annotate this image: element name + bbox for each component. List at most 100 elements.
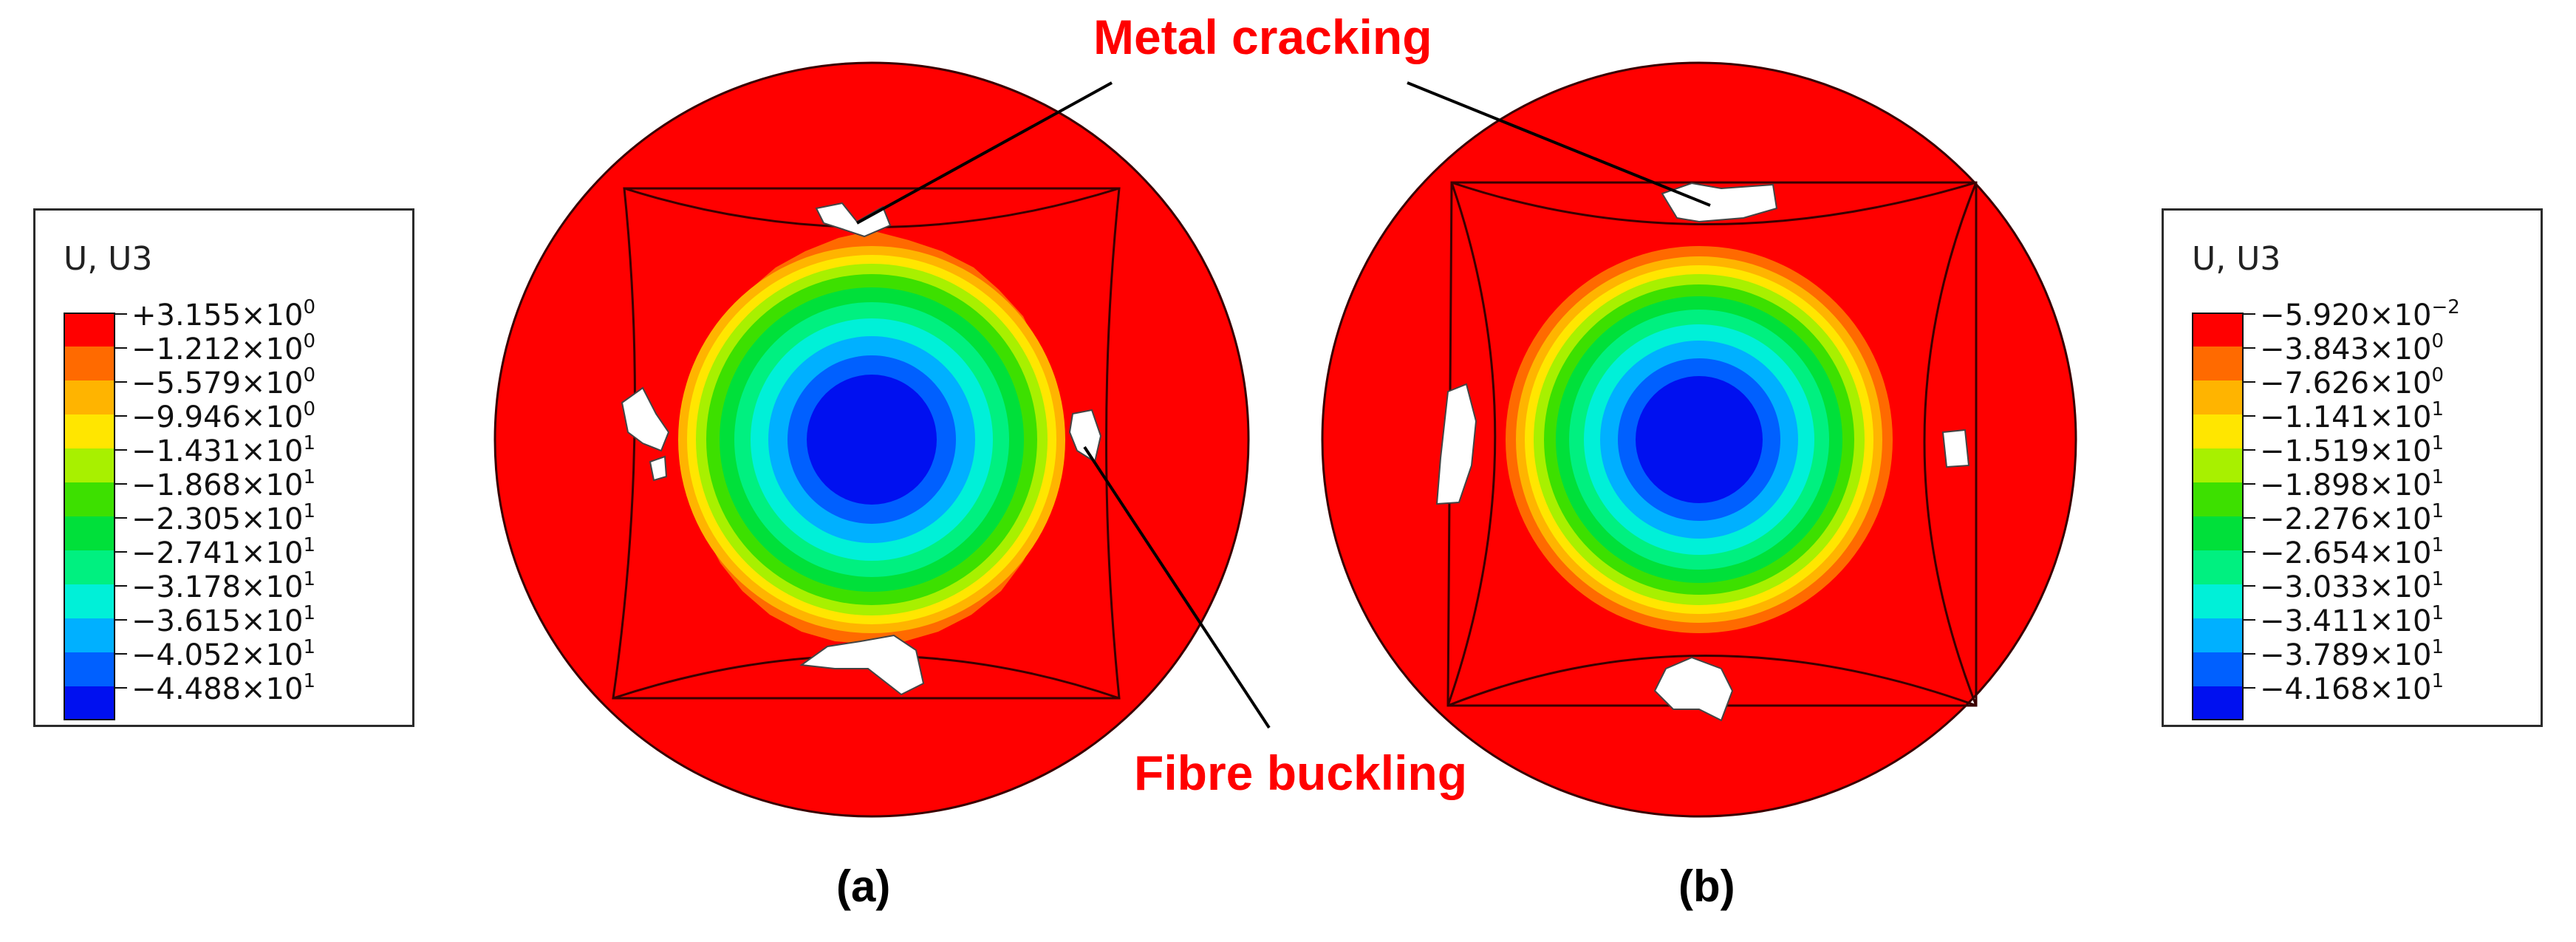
legend-value: −4.052×101 [131,638,315,672]
panel-label-a: (a) [836,861,891,911]
legend-swatch [64,380,115,414]
legend-value-exponent: 1 [303,500,315,522]
legend-value-mantissa: −3.178×10 [131,570,304,604]
legend-title: U, U3 [64,240,153,278]
legend-tick [2244,653,2255,655]
legend-value-mantissa: −3.789×10 [2260,638,2432,672]
legend-value-exponent: 1 [2431,636,2444,658]
legend-value: −1.212×100 [131,332,315,366]
legend-value-mantissa: −1.898×10 [2260,468,2432,502]
legend-value: −3.843×100 [2260,332,2444,366]
legend-value-exponent: 0 [2431,364,2444,386]
legend-tick [115,381,127,383]
legend-value-mantissa: −1.141×10 [2260,400,2432,434]
legend-tick [2244,585,2255,587]
legend-tick [115,483,127,485]
legend-tick [2244,483,2255,485]
legend-value-exponent: 1 [303,466,315,488]
legend-value-mantissa: −4.052×10 [131,638,304,672]
crack-markers-b [1435,182,1970,722]
legend-tick [115,551,127,553]
contour-plot-a [493,61,1250,818]
legend-tick [115,687,127,689]
legend-value-mantissa: −5.579×10 [131,366,304,400]
legend-value: −7.626×100 [2260,366,2444,398]
legend-value-exponent: 1 [2431,398,2444,420]
legend-tick [2244,619,2255,621]
legend-swatch [2192,313,2244,347]
legend-value-mantissa: −2.305×10 [131,502,304,536]
callout-lines [856,81,1711,729]
legend-swatch [2192,414,2244,448]
legend-swatch [64,550,115,584]
legend-value-mantissa: −3.843×10 [2260,332,2432,366]
legend-value: −1.519×101 [2260,434,2444,466]
legend-value-exponent: 0 [303,364,315,386]
legend-value-exponent: 1 [303,534,315,556]
legend-value-exponent: 0 [303,398,315,420]
legend-value: −1.141×101 [2260,400,2444,434]
legend-tick [2244,551,2255,553]
legend-swatch [2192,380,2244,414]
legend-tick [2244,449,2255,451]
legend-value: −9.946×100 [131,400,315,432]
legend-tick [2244,313,2255,315]
legend-tick [115,415,127,417]
legend-value-exponent: 1 [2431,602,2444,624]
legend-tick [2244,347,2255,349]
legend-value-exponent: 0 [2431,330,2444,352]
legend-swatch [64,516,115,550]
legend-value-exponent: 1 [303,670,315,692]
legend-value-exponent: 1 [303,636,315,658]
legend-tick [115,653,127,655]
legend-value-mantissa: −4.488×10 [131,672,304,706]
legend-value-exponent: 1 [2431,568,2444,590]
legend-value: −4.168×101 [2260,672,2444,704]
legend-swatch [64,618,115,652]
panel-label-b: (b) [1678,861,1735,911]
legend-swatch [2192,448,2244,482]
legend-value-mantissa: −1.212×10 [131,332,304,366]
cruciform-outline-b [1446,181,1978,707]
legend-value-exponent: 1 [2431,534,2444,556]
legend-value: −3.033×101 [2260,570,2444,602]
contour-bands-b [1516,256,1882,623]
legend-tick [115,449,127,451]
legend-value: −2.276×101 [2260,502,2444,536]
legend-value-mantissa: −3.411×10 [2260,604,2432,638]
legend-value-exponent: 1 [2431,432,2444,454]
legend-swatch [2192,347,2244,380]
legend-swatch [64,347,115,380]
legend-tick [115,517,127,519]
contour-bands-a [678,246,1065,633]
legend-value-mantissa: −1.868×10 [131,468,304,502]
legend-right: U, U3 −5.920×10−2−3.843×100−7.626×100−1.… [2162,208,2543,727]
callout-metal-cracking-b [1407,81,1711,207]
legend-value: −3.789×101 [2260,638,2444,672]
legend-tick [115,347,127,349]
legend-value: −1.898×101 [2260,468,2444,502]
legend-value: −2.654×101 [2260,536,2444,568]
legend-value: −3.615×101 [131,604,315,636]
legend-value-mantissa: −5.920×10 [2260,298,2432,332]
callout-metal-cracking-a [856,81,1113,225]
annotation-fibre-buckling: Fibre buckling [1134,745,1468,800]
legend-value: +3.155×100 [131,298,315,330]
legend-swatch [64,414,115,448]
callout-fibre-buckling [1083,446,1271,729]
legend-swatch [64,686,115,720]
legend-value-exponent: 1 [2431,466,2444,488]
legend-swatch [64,584,115,618]
legend-value-exponent: −2 [2431,296,2460,318]
legend-value-mantissa: −2.276×10 [2260,502,2432,536]
annotation-metal-cracking: Metal cracking [1093,10,1432,64]
legend-value: −3.178×101 [131,570,315,604]
legend-value-mantissa: −2.741×10 [131,536,304,570]
legend-swatch [64,313,115,347]
contour-plot-b [1321,61,2077,818]
legend-swatch [64,448,115,482]
legend-swatch [2192,482,2244,516]
legend-value: −3.411×101 [2260,604,2444,638]
legend-swatch [2192,516,2244,550]
